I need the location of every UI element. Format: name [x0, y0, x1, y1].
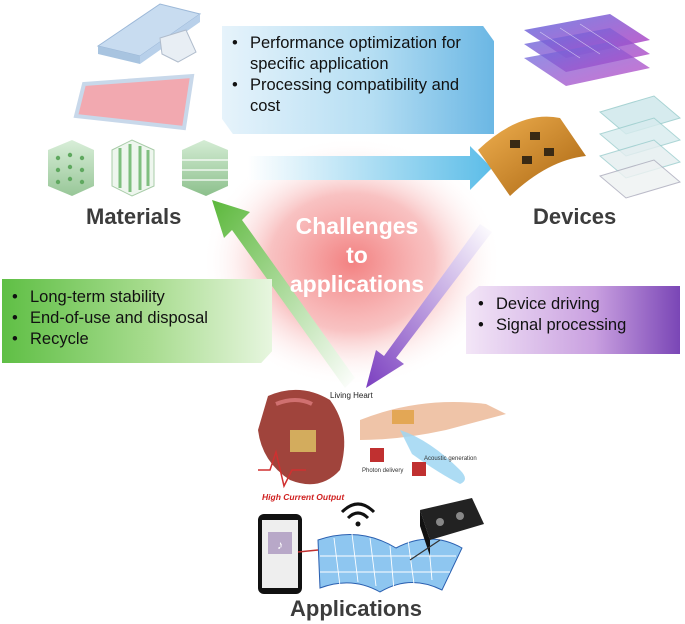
svg-text:♪: ♪	[277, 538, 283, 552]
node-devices: Devices	[533, 204, 617, 229]
box-performance-challenges: Performance optimization for specific ap…	[222, 26, 494, 134]
bullet-disposal: End-of-use and disposal	[8, 308, 266, 329]
box-lifecycle-challenges: Long-term stability End-of-use and dispo…	[2, 279, 272, 363]
center-title: Challenges to applications	[262, 212, 452, 299]
heart-caption: High Current Output	[262, 492, 345, 502]
bullet-recycle: Recycle	[8, 329, 266, 350]
node-applications: Applications	[290, 596, 423, 621]
arrow-applications-to-materials	[212, 200, 355, 388]
materials-illustration	[48, 3, 228, 197]
acoustic-label: Acoustic generation	[424, 456, 477, 462]
box-driving-challenges: Device driving Signal processing	[466, 286, 680, 354]
photon-label: Photon delivery	[362, 468, 403, 474]
arrow-devices-to-applications	[366, 224, 492, 388]
center-line-2: to	[346, 242, 368, 268]
center-line-1: Challenges	[295, 213, 419, 239]
applications-illustration: ♪	[258, 389, 506, 594]
bullet-processing: Processing compatibility and cost	[228, 75, 486, 117]
bullet-stability: Long-term stability	[8, 287, 266, 308]
bullet-performance: Performance optimization for specific ap…	[228, 33, 486, 75]
bullet-device-driving: Device driving	[474, 294, 674, 315]
devices-illustration	[478, 14, 682, 199]
heart-label: Living Heart	[330, 391, 373, 400]
node-materials: Materials	[86, 204, 182, 229]
center-line-3: applications	[289, 271, 425, 297]
arrow-materials-to-devices	[248, 146, 492, 190]
bullet-signal-processing: Signal processing	[474, 315, 674, 336]
center-glow	[202, 137, 502, 387]
